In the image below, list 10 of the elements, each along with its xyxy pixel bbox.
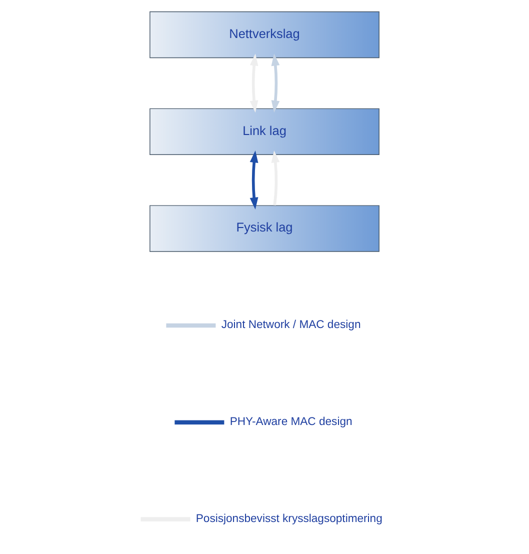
legend-label: Joint Network / MAC design: [221, 319, 361, 332]
arrow: [250, 150, 258, 210]
legend-label: Posisjonsbevisst krysslagsoptimering: [196, 512, 382, 525]
node-box: Nettverkslag: [150, 11, 380, 58]
arrow: [271, 54, 280, 113]
arrow: [250, 54, 258, 113]
arrow: [271, 150, 280, 206]
node-box: Link lag: [150, 108, 380, 155]
node-box: Fysisk lag: [150, 205, 380, 252]
legend-label: PHY-Aware MAC design: [230, 416, 352, 428]
